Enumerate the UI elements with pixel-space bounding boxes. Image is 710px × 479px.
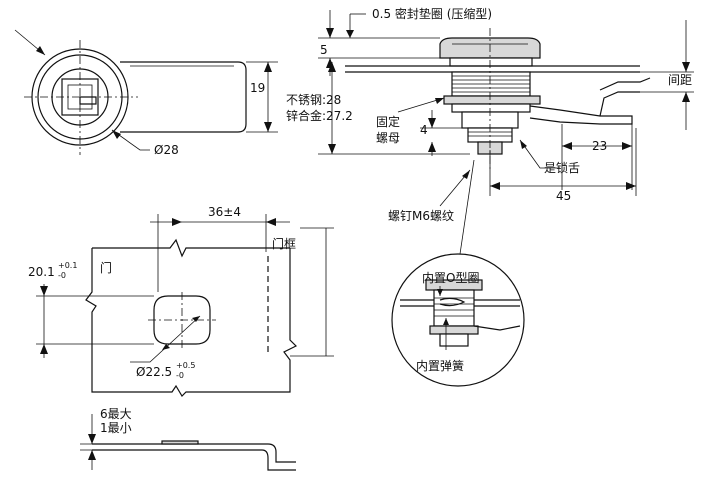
fixed-nut-label-2: 螺母 (376, 131, 400, 145)
max-6-label: 6最大 (100, 407, 132, 421)
side-view (345, 28, 651, 170)
front-view (14, 29, 278, 155)
dim-36-label: 36±4 (208, 205, 241, 219)
min-1-label: 1最小 (100, 421, 132, 435)
gap-label: 间距 (668, 73, 692, 87)
dia-28-label: Ø28 (154, 143, 179, 157)
washer-label: 0.5 密封垫圈 (压缩型) (372, 6, 492, 21)
zinc-label: 锌合金:27.2 (286, 108, 353, 123)
frame-label: 门框 (272, 236, 296, 251)
tol-20-up: +0.1 (58, 261, 77, 270)
screw-label: 螺钉M6螺纹 (388, 209, 454, 223)
dim-19-label: 19 (250, 81, 265, 95)
tol-20-low: -0 (58, 271, 66, 280)
cutout-view (85, 238, 298, 397)
stainless-label: 不锈钢:28 (286, 93, 341, 107)
panel-thickness-view (92, 440, 296, 471)
dia-22-5-label: Ø22.5 (136, 365, 172, 379)
dim-23-label: 23 (592, 139, 607, 153)
tongue-label: 是锁舌 (544, 160, 580, 175)
door-label: 门 (100, 260, 112, 275)
inner-spring-label: 内置弹簧 (416, 358, 464, 373)
dim-20-1-label: 20.1 (28, 265, 55, 279)
dim-45-label: 45 (556, 189, 571, 203)
detail-view (391, 159, 525, 387)
fixed-nut-label-1: 固定 (376, 114, 400, 129)
inner-oring-label: 内置O型圈 (422, 271, 479, 285)
dim-5-label: 5 (320, 43, 328, 57)
dim-4-label: 4 (420, 123, 428, 137)
tol-22-up: +0.5 (176, 361, 195, 370)
tol-22-low: -0 (176, 371, 184, 380)
